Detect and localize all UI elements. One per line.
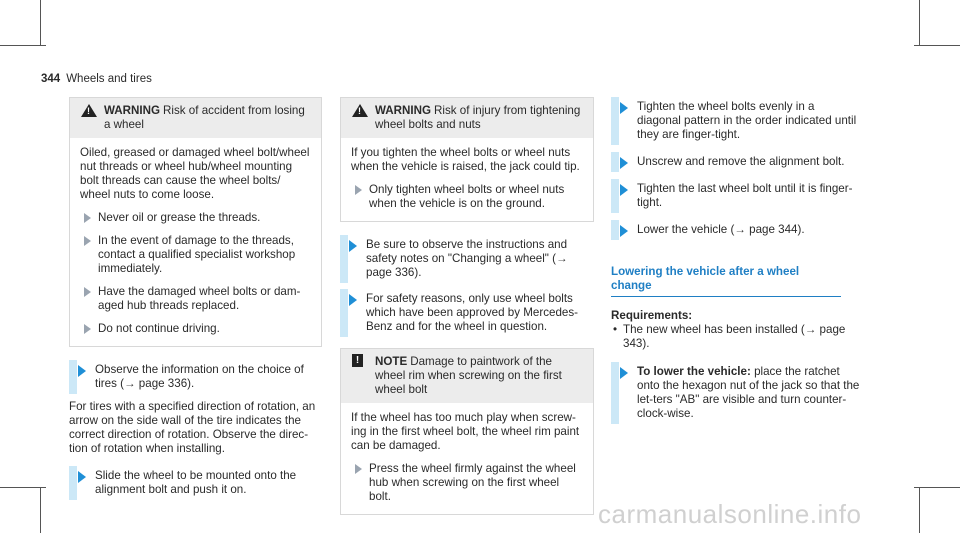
instruction-step: To lower the vehicle: place the ratchet … <box>611 362 861 424</box>
rotation-paragraph: For tires with a specified direction of … <box>69 400 316 455</box>
step-arrow-icon <box>84 236 91 246</box>
warning-step: Do not continue driving. <box>80 322 311 336</box>
step-arrow-icon <box>620 367 628 379</box>
step-arrow-icon <box>78 471 86 483</box>
instruction-step: Slide the wheel to be mounted onto the a… <box>69 466 322 500</box>
note-label: NOTE <box>375 355 408 368</box>
note-icon: ! <box>352 354 363 367</box>
warning-label: WARNING <box>375 104 432 117</box>
warning-step: Have the damaged wheel bolts or dam-aged… <box>80 285 311 313</box>
instruction-step: Unscrew and remove the alignment bolt. <box>611 152 861 172</box>
note-step: Press the wheel firmly against the wheel… <box>351 462 583 504</box>
warning-title: Risk of injury from tightening wheel bol… <box>375 104 581 131</box>
section-subheading: Lowering the vehicle after a wheel chang… <box>611 265 841 297</box>
note-body: If the wheel has too much play when scre… <box>351 411 580 452</box>
crop-mark <box>919 487 920 533</box>
section-title: Wheels and tires <box>66 73 152 85</box>
warning-body: If you tighten the wheel bolts or wheel … <box>351 146 580 173</box>
requirements-label: Requirements: <box>611 309 693 322</box>
page-number: 344 <box>41 73 61 85</box>
instruction-step: Tighten the last wheel bolt until it is … <box>611 179 861 213</box>
instruction-step: For safety reasons, only use wheel bolts… <box>340 289 594 337</box>
warning-step: Only tighten wheel bolts or wheel nuts w… <box>351 183 583 211</box>
step-arrow-icon <box>620 184 628 196</box>
instruction-step: Tighten the wheel bolts evenly in a diag… <box>611 97 861 145</box>
step-bold-lead: To lower the vehicle: <box>637 365 751 378</box>
warning-label: WARNING <box>104 104 161 117</box>
instruction-step: Be sure to observe the instructions and … <box>340 235 594 283</box>
crop-mark <box>0 487 46 488</box>
step-arrow-icon <box>78 365 86 377</box>
warning-title: Risk of accident from losing a wheel <box>104 104 305 131</box>
warning-triangle-icon <box>81 104 97 117</box>
step-arrow-icon <box>84 287 91 297</box>
step-arrow-icon <box>620 102 628 114</box>
crop-mark <box>40 487 41 533</box>
step-arrow-icon <box>84 213 91 223</box>
warning-triangle-icon <box>352 104 368 117</box>
step-arrow-icon <box>620 225 628 237</box>
column-3: Tighten the wheel bolts evenly in a diag… <box>611 97 861 424</box>
crop-mark <box>914 45 960 46</box>
watermark: carmanualsonline.info <box>598 499 862 529</box>
crop-mark <box>0 45 46 46</box>
crop-mark <box>914 487 960 488</box>
step-arrow-icon <box>84 324 91 334</box>
step-arrow-icon <box>349 240 357 252</box>
step-arrow-icon <box>349 294 357 306</box>
requirement-item: The new wheel has been installed (→ page… <box>611 323 861 351</box>
step-arrow-icon <box>620 157 628 169</box>
crop-mark <box>919 0 920 46</box>
warning-body: Oiled, greased or damaged wheel bolt/whe… <box>80 146 310 201</box>
note-title: Damage to paintwork of the wheel rim whe… <box>375 355 562 396</box>
crop-mark <box>40 0 41 46</box>
warning-step: In the event of damage to the threads, c… <box>80 234 311 276</box>
step-arrow-icon <box>355 464 362 474</box>
warning-step: Never oil or grease the threads. <box>80 211 311 225</box>
step-arrow-icon <box>355 185 362 195</box>
instruction-step: Lower the vehicle (→ page 344). <box>611 220 861 240</box>
page-header: 344 Wheels and tires <box>41 72 152 86</box>
instruction-step: Observe the information on the choice of… <box>69 360 322 394</box>
